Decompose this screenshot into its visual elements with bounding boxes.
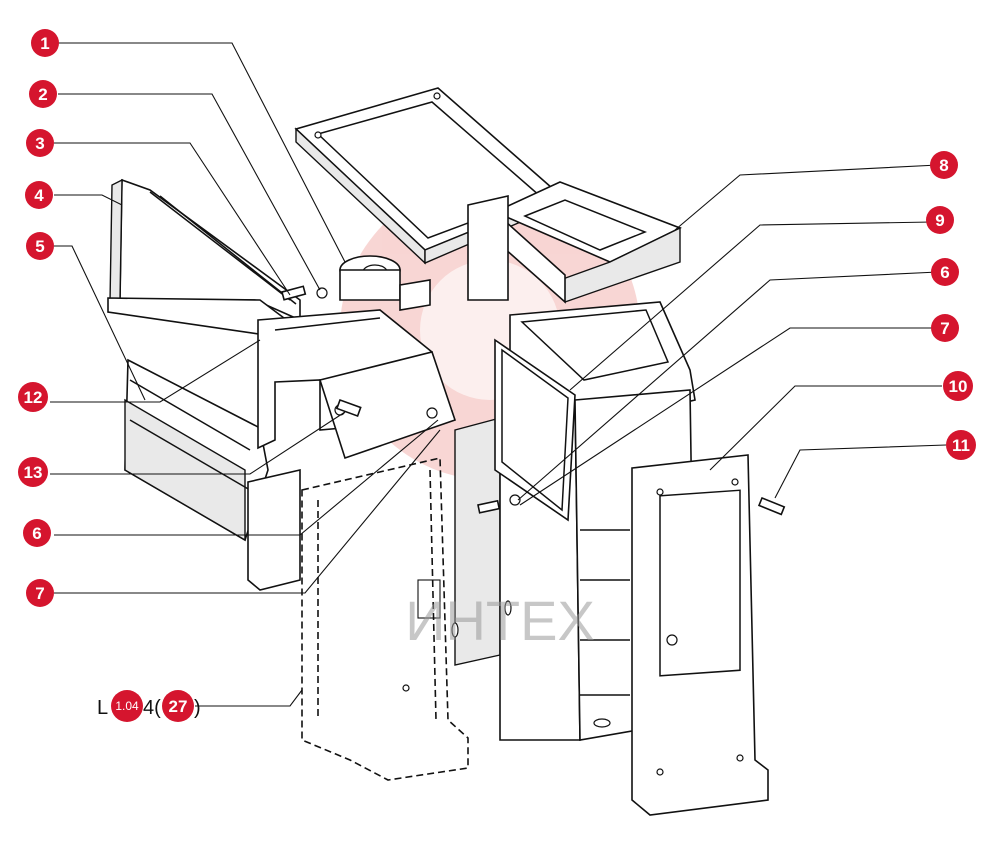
bolt-and-washer: [281, 285, 328, 301]
svg-text:12: 12: [24, 388, 43, 407]
reference-prefix: L: [97, 697, 108, 719]
svg-text:6: 6: [32, 524, 41, 543]
reference-closing: ): [194, 697, 201, 719]
reference-suffix: 4(: [143, 697, 161, 719]
callout-12: 12: [18, 382, 48, 412]
svg-text:3: 3: [35, 134, 44, 153]
svg-text:11: 11: [952, 436, 970, 455]
left-hopper-panel: [107, 178, 301, 341]
gasket-plate: [494, 338, 576, 522]
svg-text:7: 7: [35, 584, 44, 603]
callout-7-right: 7: [931, 314, 959, 342]
round-funnel: [339, 255, 431, 311]
callout-5: 5: [26, 232, 54, 260]
screw: [757, 496, 786, 516]
svg-text:8: 8: [939, 156, 948, 175]
top-tray: [467, 181, 683, 304]
callout-9: 9: [926, 206, 954, 234]
callout-8: 8: [930, 151, 958, 179]
leader-lines: [50, 42, 947, 707]
svg-text:6: 6: [940, 263, 949, 282]
svg-text:5: 5: [35, 237, 44, 256]
svg-text:27: 27: [169, 697, 188, 716]
callout-13: 13: [18, 457, 48, 487]
callout-10: 10: [943, 371, 973, 401]
svg-text:4: 4: [34, 186, 44, 205]
svg-text:13: 13: [24, 463, 43, 482]
access-door-panel: [631, 454, 769, 816]
callout-3: 3: [26, 129, 54, 157]
callout-11: 11: [946, 430, 976, 460]
watermark-text: ИНТЕХ: [405, 589, 595, 652]
svg-text:1: 1: [40, 34, 49, 53]
callout-1-04: 1.04: [111, 690, 143, 722]
callout-7-left: 7: [26, 579, 54, 607]
callout-1: 1: [31, 29, 59, 57]
svg-text:2: 2: [38, 85, 47, 104]
callout-2: 2: [29, 80, 57, 108]
right-bolt-washer: [477, 494, 521, 514]
svg-text:10: 10: [949, 377, 968, 396]
dashed-side-panel: [301, 457, 469, 781]
callout-6-left: 6: [23, 519, 51, 547]
callout-4: 4: [25, 181, 53, 209]
svg-text:9: 9: [935, 211, 944, 230]
chute: [124, 358, 301, 591]
callout-6-right: 6: [931, 258, 959, 286]
svg-text:7: 7: [940, 319, 949, 338]
callout-27: 27: [162, 690, 194, 722]
svg-text:1.04: 1.04: [115, 699, 139, 713]
mounting-bracket: [257, 309, 457, 460]
